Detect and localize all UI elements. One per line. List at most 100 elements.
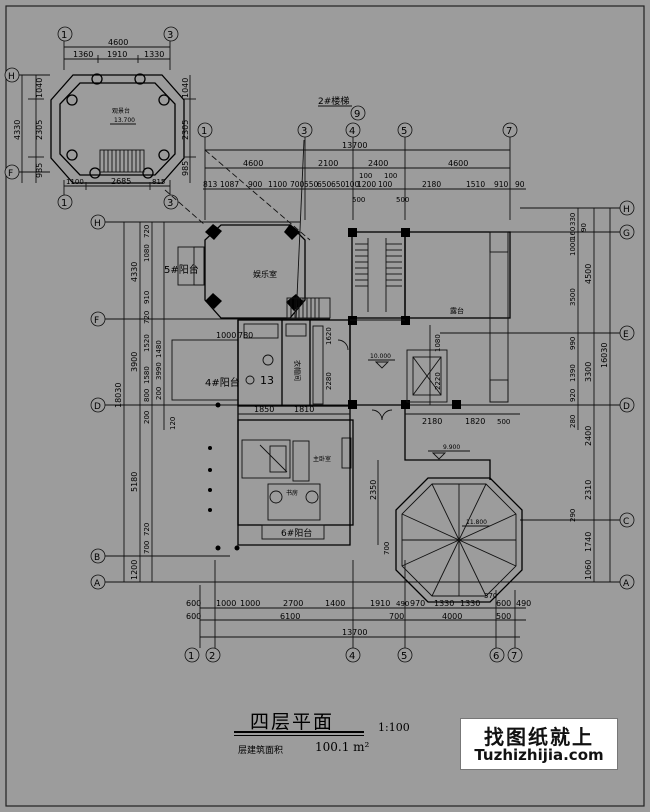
dim-text: 13700 — [342, 628, 367, 637]
dim-text: 1620 — [325, 327, 333, 345]
dim-text: 4330 — [13, 120, 22, 140]
dim-text: 700 — [290, 180, 305, 189]
axis-label: G — [623, 229, 630, 239]
title-underline — [234, 735, 364, 736]
dim-text: 500 — [396, 196, 409, 204]
dim-text: 100 — [378, 180, 393, 189]
elevator — [406, 349, 448, 403]
dim-text: 1080 — [434, 334, 442, 352]
axis-label: 5 — [401, 651, 407, 662]
roof-outline — [395, 477, 523, 603]
axis-label: F — [94, 316, 99, 326]
roof-elevation: 11.800 — [466, 519, 487, 526]
dim-text: 1820 — [465, 417, 485, 426]
dim-text: 4600 — [243, 159, 263, 168]
dim-text: 90 — [580, 223, 588, 232]
dim-text: 2310 — [584, 480, 593, 500]
entertainment-room-label: 娱乐室 — [253, 269, 277, 279]
dim-text: 1060 — [584, 560, 593, 580]
dim-text: 700 — [143, 541, 151, 554]
dim-text: 4330 — [130, 262, 139, 282]
dim-text: 2180 — [422, 180, 441, 189]
dim-text: 16030 — [600, 343, 609, 368]
dim-text: 2305 — [35, 120, 44, 140]
dim-text: 1040 — [35, 78, 44, 98]
dim-text: 1087 — [220, 180, 239, 189]
dim-text: 1000 — [216, 331, 236, 340]
column — [158, 94, 170, 106]
dim-text: 500 — [497, 418, 510, 426]
dim-text: 1200 — [130, 560, 139, 580]
watermark-logo: 找图纸就上 Tuzhizhijia.com — [460, 718, 618, 770]
axis-label: 5 — [401, 126, 407, 137]
dim-text: 700 — [383, 542, 391, 555]
dim-text: 1910 — [370, 599, 390, 608]
axis-label: 1 — [201, 126, 207, 137]
dim-text: 1080 — [143, 244, 151, 262]
balcony-5-label: 5#阳台 — [164, 263, 199, 276]
watermark-cn: 找图纸就上 — [484, 725, 594, 749]
title-underline — [234, 731, 364, 733]
dim-text: 2350 — [369, 480, 378, 500]
dim-text: 780 — [238, 331, 253, 340]
dim-text: 2220 — [434, 372, 442, 390]
bottom-axis-bubbles: 1 2 4 5 6 7 — [184, 647, 523, 663]
pavilion-axis-bubbles: 1 3 1 3 H F — [4, 26, 179, 210]
pavilion-outer-wall — [50, 74, 185, 184]
dim-text: 800 — [143, 389, 151, 402]
dim-text: 1740 — [584, 532, 593, 552]
dim-text: 720 — [143, 225, 151, 238]
dim-text: 550 — [304, 180, 319, 189]
axis-label: 3 — [301, 126, 307, 137]
dim-text: 650 — [331, 180, 346, 189]
dim-text: 600 — [186, 612, 201, 621]
dim-text: 4600 — [108, 38, 128, 47]
dim-text: 1000 — [216, 599, 236, 608]
dim-text: 2180 — [422, 417, 442, 426]
dim-text: 13700 — [342, 141, 367, 150]
bath-13-label: 13 — [260, 374, 274, 387]
column — [134, 73, 146, 85]
dim-text: 2100 — [318, 159, 338, 168]
dim-text: 4500 — [584, 264, 593, 284]
drawing-title: 四层平面 — [250, 711, 335, 733]
dim-text: 985 — [181, 161, 190, 176]
axis-label: D — [94, 402, 101, 412]
dim-text: 200 — [143, 411, 151, 424]
dim-text: 1330 — [434, 599, 454, 608]
building-walls: 娱乐室 露台 — [164, 139, 511, 551]
bottom-dimensions: 600 1000 1000 2700 1400 1910 490 970 133… — [186, 560, 531, 648]
dim-text: 1100 — [268, 180, 287, 189]
dim-text: 490 — [396, 600, 409, 608]
inner-dimensions: 1850 1810 2180 1820 500 1000 780 2350 70… — [169, 325, 520, 555]
dim-text: 3500 — [569, 288, 577, 306]
dim-text: 1000 — [569, 238, 577, 256]
dim-text: 1100 — [66, 178, 84, 186]
dim-text: 370 — [484, 592, 497, 600]
dim-text: 1400 — [325, 599, 345, 608]
column — [66, 149, 78, 161]
dim-text: 100 — [359, 172, 372, 180]
dim-text: 4600 — [448, 159, 468, 168]
axis-label: 7 — [506, 126, 512, 137]
pavilion-dimensions: 4600 1360 1910 1330 4330 1040 2305 985 1… — [13, 38, 196, 196]
terrace-label: 露台 — [450, 306, 464, 315]
dim-text: 100 — [384, 172, 397, 180]
terrace-elevation-mark: 9.900 — [428, 444, 470, 460]
drawing-scale: 1:100 — [378, 721, 410, 734]
dim-text: 200 — [155, 387, 163, 400]
dim-text: 1850 — [254, 405, 274, 414]
dim-text: 650 — [317, 180, 332, 189]
dim-text: 1200 — [357, 180, 376, 189]
dim-text: 290 — [569, 509, 577, 522]
axis-label: 7 — [511, 651, 517, 662]
small-stair — [286, 297, 331, 319]
dim-text: 970 — [410, 599, 425, 608]
dim-text: 720 — [143, 523, 151, 536]
dim-text: 500 — [496, 612, 511, 621]
dim-text: 1390 — [569, 364, 577, 382]
axis-label: 1 — [188, 651, 194, 662]
dim-text: 910 — [143, 291, 151, 304]
dim-text: 600 — [496, 599, 511, 608]
